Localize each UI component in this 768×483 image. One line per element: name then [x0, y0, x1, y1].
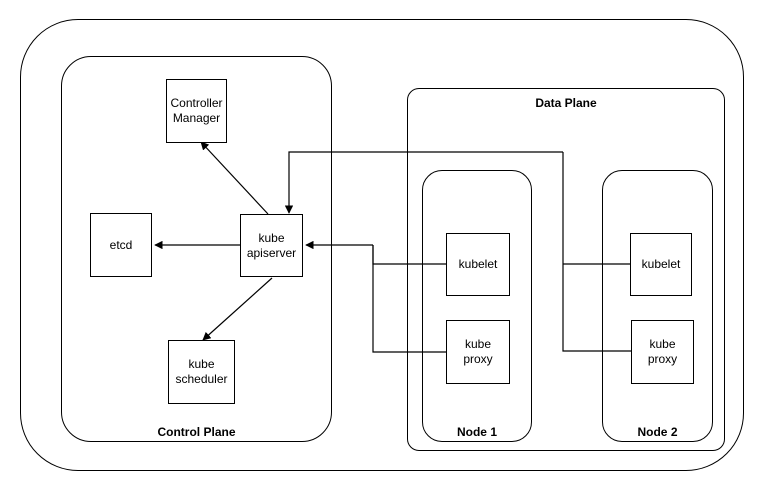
node2-label: Node 2 [637, 425, 678, 439]
node1-proxy-box: kube proxy [446, 320, 510, 384]
node1-proxy-link [372, 245, 446, 353]
control-plane-label: Control Plane [157, 425, 236, 439]
node1-label: Node 1 [456, 425, 497, 439]
control-plane-group [61, 56, 332, 442]
controller-manager-box: Controller Manager [166, 79, 227, 143]
arrow-node2-to-apiserver [284, 151, 563, 214]
etcd-box: etcd [90, 213, 152, 277]
cluster-boundary [20, 19, 744, 471]
node1-group [422, 170, 532, 442]
node2-proxy-link [562, 152, 631, 352]
node1-kubelet-box: kubelet [446, 233, 510, 296]
arrow-to-scheduler [202, 277, 273, 341]
data-plane-group [407, 88, 725, 451]
node2-proxy-box: kube proxy [631, 320, 694, 384]
scheduler-box: kube scheduler [168, 340, 235, 404]
node2-kubelet-box: kubelet [630, 233, 692, 296]
arrow-to-controller-manager [200, 141, 269, 215]
apiserver-box: kube apiserver [240, 214, 303, 277]
data-plane-label: Data Plane [535, 96, 597, 110]
node1-kubelet-link [372, 245, 446, 265]
node2-group [602, 170, 713, 442]
